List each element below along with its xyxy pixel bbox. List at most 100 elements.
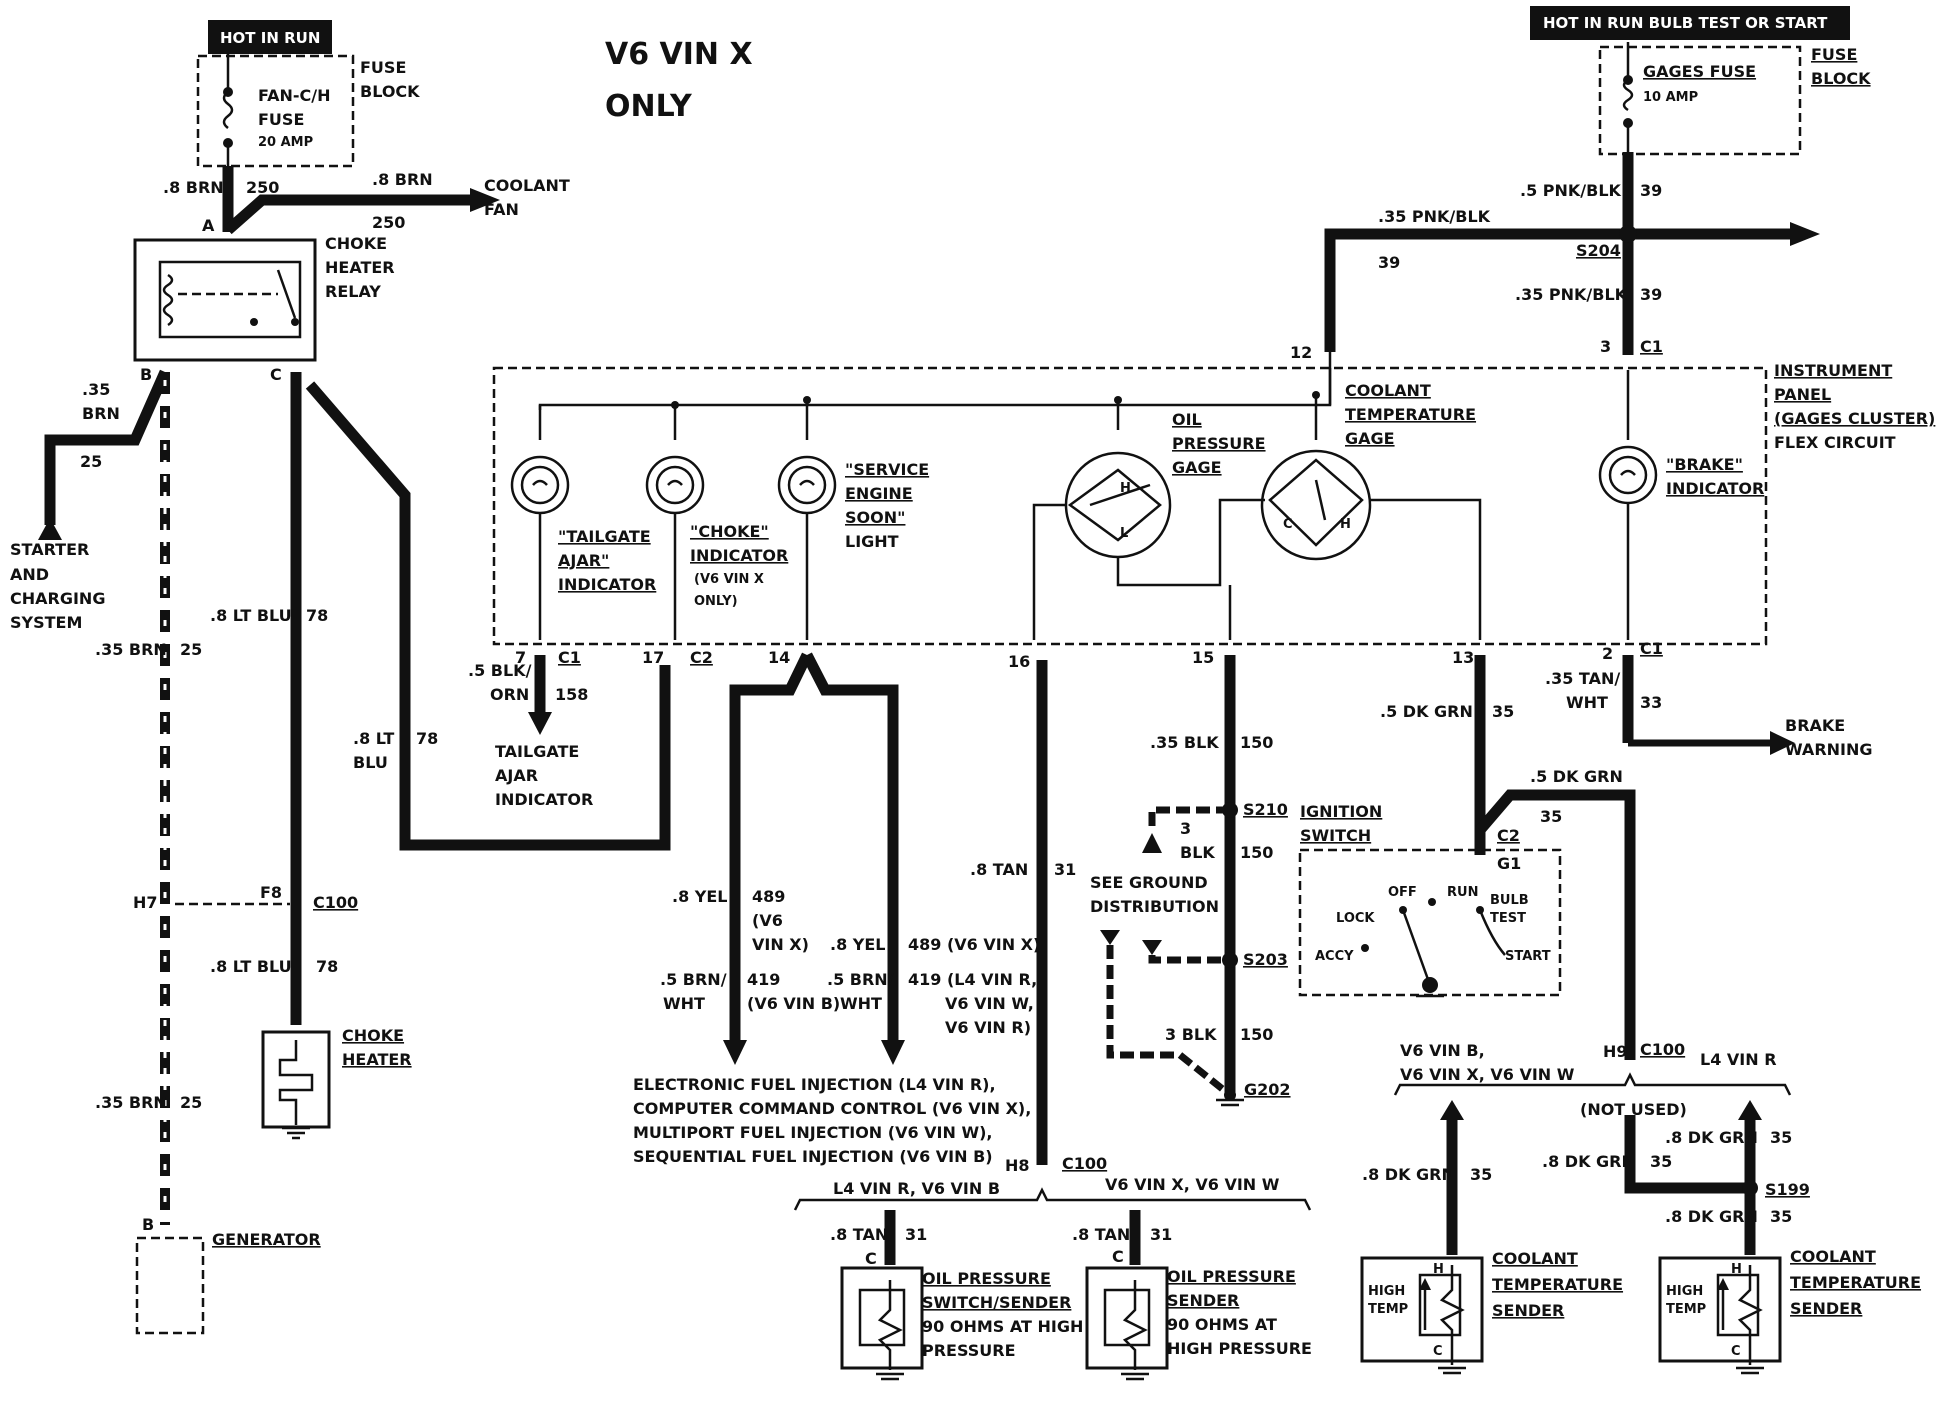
sw-accy: ACCY [1315, 949, 1354, 964]
conn-c100-a: C100 [313, 893, 358, 912]
wire-31c-label: .8 TAN [1072, 1225, 1130, 1244]
choke-heater-label2: HEATER [342, 1050, 412, 1069]
ct-gage-label3: GAGE [1345, 429, 1395, 448]
generator [135, 1236, 205, 1335]
conn-c100-b: C100 [1062, 1154, 1107, 1173]
fuse-left-name2: FUSE [258, 110, 304, 129]
wire-35a-num: 35 [1492, 702, 1514, 721]
sw-off: OFF [1388, 885, 1417, 900]
wire-25a-num: 25 [80, 452, 102, 471]
wire-419a-num: 419 [747, 970, 780, 989]
relay-pin-c: C [270, 365, 282, 384]
wire-78a-label: .8 LT BLU [210, 606, 292, 625]
conn-g1: G1 [1497, 854, 1521, 873]
wire-250a-num: 250 [246, 178, 279, 197]
wire-250b-label: .8 BRN [372, 170, 433, 189]
pin-15: 15 [1192, 648, 1214, 667]
wire-33a-label: .35 TAN/ [1545, 669, 1620, 688]
pin-3: 3 [1600, 337, 1611, 356]
tailgate-ind-label1: "TAILGATE [558, 527, 651, 546]
fuse-block-left [196, 54, 355, 168]
hot-in-run-right: HOT IN RUN BULB TEST OR START [1543, 14, 1828, 32]
wire-150b-label1: 3 [1180, 819, 1191, 838]
relay-label1: CHOKE [325, 234, 387, 253]
wire-39a-num: 39 [1640, 181, 1662, 200]
wire-31a-label: .8 TAN [970, 860, 1028, 879]
sw-bulb1: BULB [1490, 893, 1529, 908]
wire-150a-num: 150 [1240, 733, 1273, 752]
brake-ind-label1: "BRAKE" [1666, 455, 1743, 474]
cts-right-c: C [1731, 1344, 1741, 1359]
pin-7: 7 [515, 648, 526, 667]
cts-left-c: C [1433, 1344, 1443, 1359]
oil-gage-label2: PRESSURE [1172, 434, 1266, 453]
wire-39a-label: .5 PNK/BLK [1520, 181, 1622, 200]
service-engine-soon-lamp [777, 455, 837, 515]
cts-left-label2: TEMPERATURE [1492, 1275, 1623, 1294]
splice-s203: S203 [1243, 950, 1288, 969]
wire-489a-label: .8 YEL [672, 887, 728, 906]
wire-31c-num: 31 [1150, 1225, 1172, 1244]
wire-250a-label: .8 BRN [163, 178, 224, 197]
wire-35f-label: .8 DK GRN [1665, 1207, 1758, 1226]
wire-78b-label2: BLU [353, 753, 388, 772]
ops1-label2: SWITCH/SENDER [922, 1293, 1071, 1312]
efi-label1: ELECTRONIC FUEL INJECTION (L4 VIN R), [633, 1075, 996, 1094]
wire-25b-num: 25 [180, 640, 202, 659]
relay-pin-b: B [140, 365, 152, 384]
diagram-title-line1: V6 VIN X [605, 37, 753, 72]
ses-label4: LIGHT [845, 532, 899, 551]
ops1-label1: OIL PRESSURE [922, 1269, 1051, 1288]
wire-35e-label: .8 DK GRN [1665, 1128, 1758, 1147]
wire-25c-num: 25 [180, 1093, 202, 1112]
oil-gage-label1: OIL [1172, 410, 1202, 429]
starter-label4: SYSTEM [10, 613, 82, 632]
wire-150b-num: 150 [1240, 843, 1273, 862]
conn-c1-c: C1 [1640, 639, 1663, 658]
wire-33b-label: WHT [1566, 693, 1608, 712]
oil-pressure-sender [1085, 1266, 1169, 1370]
wire-419a-label1: .5 BRN/ [660, 970, 727, 989]
group-v6b: V6 VIN B, [1400, 1041, 1485, 1060]
wire-78b-num: 78 [416, 729, 438, 748]
ht4: TEMP [1666, 1302, 1706, 1317]
ses-label2: ENGINE [845, 484, 913, 503]
sw-bulb2: TEST [1490, 911, 1526, 926]
tailgate-label2: AJAR [495, 766, 538, 785]
coolant-temp-sender-left [1360, 1256, 1484, 1363]
relay-label3: RELAY [325, 282, 381, 301]
wire-25a-label2: BRN [82, 404, 120, 423]
choke-ind-label1: "CHOKE" [690, 522, 769, 541]
wire-150c-num: 150 [1240, 1025, 1273, 1044]
choke-ind-label4: ONLY) [694, 594, 738, 609]
wire-489b-label: .8 YEL [830, 935, 886, 954]
wire-419b-note2: V6 VIN W, [945, 994, 1034, 1013]
fuse-block-left-label2: BLOCK [360, 82, 420, 101]
cts-left-h: H [1433, 1262, 1444, 1277]
wire-39b-label: .35 PNK/BLK [1378, 207, 1491, 226]
hot-in-run-left: HOT IN RUN [220, 29, 320, 47]
ht2: TEMP [1368, 1302, 1408, 1317]
tailgate-label1: TAILGATE [495, 742, 579, 761]
wire-35c-num: 35 [1470, 1165, 1492, 1184]
wire-78c-label: .8 LT BLU [210, 957, 292, 976]
ct-gage-c: C [1283, 517, 1293, 532]
tailgate-ajar-lamp [510, 455, 570, 515]
choke-heater-label1: CHOKE [342, 1026, 404, 1045]
brake-warning-label1: BRAKE [1785, 716, 1845, 735]
starter-label1: STARTER [10, 540, 89, 559]
conn-c2-c: C2 [1497, 826, 1520, 845]
pin-2: 2 [1602, 644, 1613, 663]
instrument-panel-flex-circuit [492, 366, 1768, 646]
hot-in-run-badge-left [208, 20, 332, 54]
oil-gage-l: L [1120, 526, 1128, 541]
ip-label4: FLEX CIRCUIT [1774, 433, 1896, 452]
group-l4r-v6b: L4 VIN R, V6 VIN B [833, 1179, 1000, 1198]
relay-label2: HEATER [325, 258, 395, 277]
pin-14: 14 [768, 648, 790, 667]
wire-35b-label: .5 DK GRN [1530, 767, 1623, 786]
wire-39d-num: 39 [1640, 285, 1662, 304]
splice-s204: S204 [1576, 241, 1621, 260]
fuse-right-rating: 10 AMP [1643, 90, 1698, 105]
